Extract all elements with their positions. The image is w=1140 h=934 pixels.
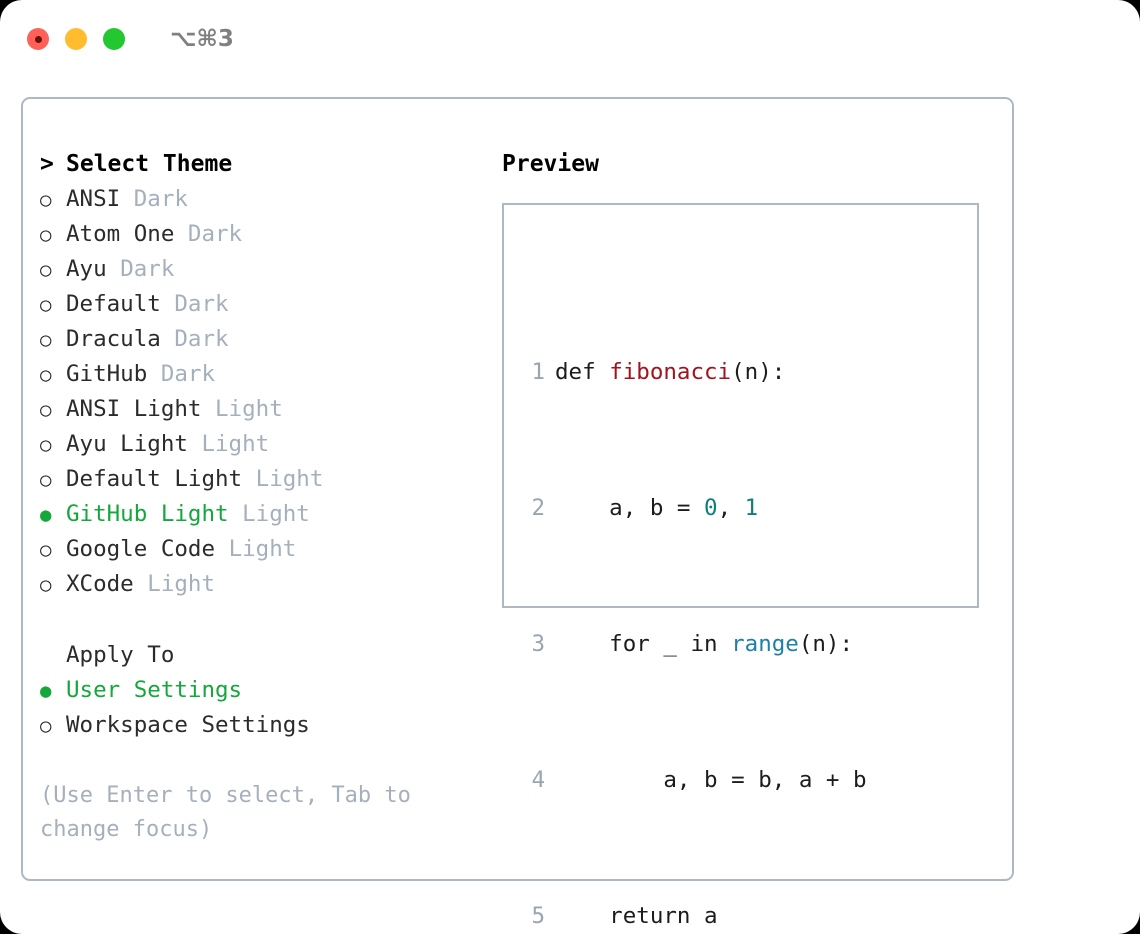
radio-unselected-icon[interactable]: ○ [40,329,52,351]
apply-to-header-label: Apply To [66,642,175,668]
radio-unselected-icon[interactable]: ○ [40,469,52,491]
theme-list-item[interactable]: ○ Default Light Light [40,462,490,497]
apply-to-option-label: Workspace Settings [66,712,310,738]
theme-name: ANSI [66,186,121,212]
theme-name: XCode [66,571,134,597]
theme-category: Light [255,466,324,492]
theme-name: GitHub [66,361,148,387]
caret-icon: > [40,151,54,177]
theme-category: Dark [120,256,175,282]
code-line: 2 a, b = 0, 1 [523,491,907,525]
code-token-function: fibonacci [609,359,732,385]
select-theme-header-label: Select Theme [66,151,233,177]
theme-name: Default Light [66,466,243,492]
theme-category: Dark [160,361,216,387]
theme-list-item[interactable]: ○ Atom One Dark [40,217,490,252]
window-title: ⌥⌘3 [170,26,234,52]
code-token: a, b = [555,495,705,521]
theme-list-item[interactable]: ○ GitHub Dark [40,357,490,392]
apply-to-header: Apply To [40,638,490,673]
code-line: 3 for _ in range(n): [523,627,907,661]
apply-to-item-selected[interactable]: ● User Settings [40,673,490,708]
code-token-number: 1 [744,495,759,521]
line-number: 5 [531,903,545,929]
theme-selector-column: > Select Theme ○ ANSI Dark ○ Atom One Da… [40,147,490,847]
theme-list-item[interactable]: ○ Ayu Dark [40,252,490,287]
line-number: 2 [531,495,545,521]
theme-category: Light [215,396,283,422]
code-token: (n): [731,359,786,385]
theme-list-item[interactable]: ○ ANSI Light Light [40,392,490,427]
line-number: 3 [531,631,545,657]
spacer-icon [40,639,66,673]
theme-category: Dark [174,326,229,352]
radio-selected-icon[interactable]: ● [40,680,52,702]
radio-unselected-icon[interactable]: ○ [40,399,52,421]
theme-category: Light [242,501,310,527]
code-token-builtin: range [731,631,799,657]
code-line: 4 a, b = b, a + b [523,763,907,797]
preview-title: Preview [502,151,599,177]
theme-name: Ayu [66,256,107,282]
code-token: (n): [798,631,854,657]
code-line: 1 def fibonacci(n): [523,355,907,389]
theme-name: GitHub Light [66,501,229,527]
theme-name: ANSI Light [66,396,202,422]
theme-name: Atom One [66,221,175,247]
theme-list-item[interactable]: ○ Ayu Light Light [40,427,490,462]
theme-list-item[interactable]: ○ ANSI Dark [40,182,490,217]
close-window-icon[interactable] [27,28,49,50]
theme-name: Google Code [66,536,216,562]
code-line: 5 return a [523,899,907,933]
radio-unselected-icon[interactable]: ○ [40,364,52,386]
section-spacer [40,602,490,638]
theme-name: Default [66,291,161,317]
theme-name: Ayu Light [66,431,188,457]
line-number: 4 [531,767,545,793]
theme-category: Light [228,536,297,562]
radio-unselected-icon[interactable]: ○ [40,224,52,246]
radio-unselected-icon[interactable]: ○ [40,574,52,596]
theme-category: Dark [133,186,188,212]
code-token: def [555,359,610,385]
code-token: for _ in [555,631,732,657]
theme-list-item[interactable]: ○ Dracula Dark [40,322,490,357]
line-number: 1 [531,359,545,385]
theme-list-item[interactable]: ○ XCode Light [40,567,490,602]
radio-selected-icon[interactable]: ● [40,504,52,526]
theme-name: Dracula [66,326,161,352]
theme-list-item-selected[interactable]: ● GitHub Light Light [40,497,490,532]
radio-unselected-icon[interactable]: ○ [40,294,52,316]
radio-unselected-icon[interactable]: ○ [40,539,52,561]
title-bar: ⌥⌘3 [0,0,1140,78]
radio-unselected-icon[interactable]: ○ [40,434,52,456]
theme-category: Light [201,431,270,457]
code-token: a, b = b, a + b [555,767,867,793]
traffic-lights [27,28,125,50]
keyboard-hint-text: (Use Enter to select, Tab to change focu… [40,783,411,842]
main-panel: > Select Theme ○ ANSI Dark ○ Atom One Da… [21,97,1014,929]
radio-unselected-icon[interactable]: ○ [40,259,52,281]
select-theme-header: > Select Theme [40,147,490,181]
code-token: return a [555,903,718,929]
minimize-window-icon[interactable] [65,28,87,50]
code-token: , [717,495,745,521]
code-token-number: 0 [704,495,718,521]
radio-unselected-icon[interactable]: ○ [40,715,52,737]
theme-list-item[interactable]: ○ Default Dark [40,287,490,322]
apply-to-item[interactable]: ○ Workspace Settings [40,708,490,743]
radio-unselected-icon[interactable]: ○ [40,189,52,211]
theme-list-item[interactable]: ○ Google Code Light [40,532,490,567]
theme-category: Dark [174,291,229,317]
theme-category: Dark [187,221,243,247]
theme-category: Light [147,571,216,597]
apply-to-option-label: User Settings [66,677,243,703]
maximize-window-icon[interactable] [103,28,125,50]
